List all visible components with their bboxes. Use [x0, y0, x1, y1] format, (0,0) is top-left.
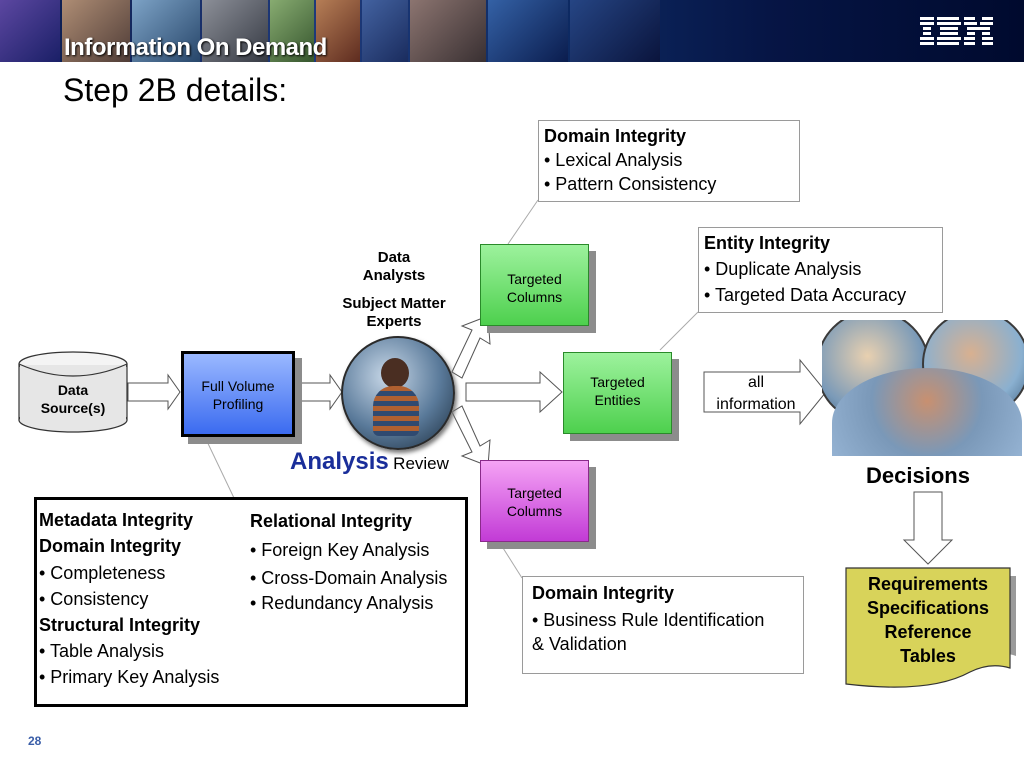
arrow-source-to-profiling	[127, 373, 181, 411]
analyst-photo	[341, 336, 455, 450]
banner-photo-tile	[62, 0, 130, 62]
banner-photo-tile	[362, 0, 408, 62]
arrow-to-entities	[465, 370, 563, 414]
integrity-panel: Metadata Integrity Domain Integrity • Co…	[34, 497, 468, 707]
requirements-line3: Reference	[884, 622, 972, 642]
entity-integrity-callout: Entity Integrity • Duplicate Analysis • …	[698, 227, 943, 313]
targets-bottom-line1: Targeted	[507, 485, 562, 501]
requirements-line4: Tables	[900, 646, 956, 666]
banner-photo-tile	[202, 0, 268, 62]
banner-photo-tile	[270, 0, 314, 62]
callout-item: • Duplicate Analysis	[704, 259, 862, 279]
banner-photo-tile	[316, 0, 360, 62]
slide-title: Step 2B details:	[63, 72, 288, 108]
callout-heading: Entity Integrity	[704, 233, 831, 253]
panel-right-item: • Redundancy Analysis	[250, 593, 434, 613]
analysis-review-label: Analysis Review	[290, 448, 449, 476]
roles-line1: Data	[377, 249, 411, 266]
callout-line-panel	[202, 432, 235, 499]
callout-line1: • Business Rule Identification	[532, 610, 765, 630]
analysis-word: Analysis	[290, 448, 389, 475]
ibm-logo	[920, 17, 993, 45]
targets-bottom-line2: Columns	[506, 503, 563, 519]
banner-photo-tile	[0, 0, 60, 62]
analyst-head-shape	[381, 358, 409, 388]
callout-item: • Lexical Analysis	[544, 150, 683, 170]
callout-line-entity	[659, 311, 699, 351]
decision-makers-photo	[822, 320, 1024, 456]
analyst-body-shape	[373, 386, 419, 436]
targets-middle-line2: Entities	[594, 392, 641, 408]
requirements-document-shape	[845, 567, 1016, 688]
panel-left-item: • Completeness	[39, 563, 166, 583]
callout-line-domain-bottom	[497, 539, 523, 579]
targets-top-line2: Columns	[506, 289, 563, 305]
domain-integrity-bottom-callout: Domain Integrity • Business Rule Identif…	[522, 576, 804, 674]
roles-label: Data Analysts Subject Matter Experts	[336, 249, 452, 331]
roles-line4: Experts	[366, 313, 422, 330]
decisions-label: Decisions	[866, 463, 970, 488]
banner-photo-tile	[488, 0, 568, 62]
panel-right-heading: Relational Integrity	[250, 511, 413, 531]
callout-item: • Pattern Consistency	[544, 174, 717, 194]
all-information-line2: information	[716, 396, 796, 413]
profiling-line1: Full Volume	[201, 378, 275, 394]
roles-line2: Analysts	[362, 267, 426, 284]
banner-title: Information On Demand	[64, 34, 327, 61]
profiling-line2: Profiling	[212, 396, 264, 412]
callout-heading: Domain Integrity	[544, 126, 687, 146]
header-banner: Information On Demand	[0, 0, 1024, 62]
roles-line3: Subject Matter	[342, 295, 446, 312]
panel-left-item: Metadata Integrity	[39, 510, 194, 530]
requirements-line1: Requirements	[867, 574, 989, 594]
targets-middle-line1: Targeted	[590, 374, 645, 390]
targets-top-line1: Targeted	[507, 271, 562, 287]
data-source-label: Data Source(s)	[19, 381, 127, 417]
all-information-line1: all	[747, 374, 764, 391]
person-photo	[832, 368, 1022, 456]
arrow-all-information	[703, 358, 827, 426]
arrow-decisions-down	[902, 491, 954, 565]
requirements-doc-label: Requirements Specifications Reference Ta…	[846, 572, 1010, 668]
callout-heading: Domain Integrity	[532, 583, 675, 603]
all-information-label: all information	[708, 372, 804, 416]
full-volume-profiling-box: Full Volume Profiling	[181, 351, 295, 437]
page-number: 28	[28, 734, 42, 748]
banner-photo-tile	[570, 0, 660, 62]
banner-photo-tile	[132, 0, 200, 62]
panel-left-item: • Table Analysis	[39, 641, 165, 661]
review-word: Review	[393, 454, 449, 473]
callout-item: • Targeted Data Accuracy	[704, 285, 907, 305]
data-source-line1: Data	[57, 382, 89, 398]
panel-left-item: • Consistency	[39, 589, 149, 609]
panel-right-item: • Cross-Domain Analysis	[250, 568, 448, 588]
targeted-entities-box: Targeted Entities	[563, 352, 672, 434]
requirements-line2: Specifications	[866, 598, 990, 618]
arrow-profiling-to-analysis	[291, 373, 343, 411]
data-source-cylinder	[18, 351, 128, 433]
data-source-line2: Source(s)	[40, 400, 106, 416]
arrow-to-columns-top	[451, 315, 491, 379]
domain-integrity-top-callout: Domain Integrity • Lexical Analysis • Pa…	[538, 120, 800, 202]
panel-left-item: Structural Integrity	[39, 615, 201, 635]
callout-line2: & Validation	[532, 634, 627, 654]
panel-left-item: Domain Integrity	[39, 536, 182, 556]
arrow-to-columns-bottom	[451, 405, 491, 467]
panel-right-item: • Foreign Key Analysis	[250, 540, 430, 560]
panel-left-item: • Primary Key Analysis	[39, 667, 220, 687]
banner-photo-tile	[410, 0, 486, 62]
targeted-columns-bottom-box: Targeted Columns	[480, 460, 589, 542]
targeted-columns-top-box: Targeted Columns	[480, 244, 589, 326]
callout-line-domain-top	[507, 199, 539, 245]
